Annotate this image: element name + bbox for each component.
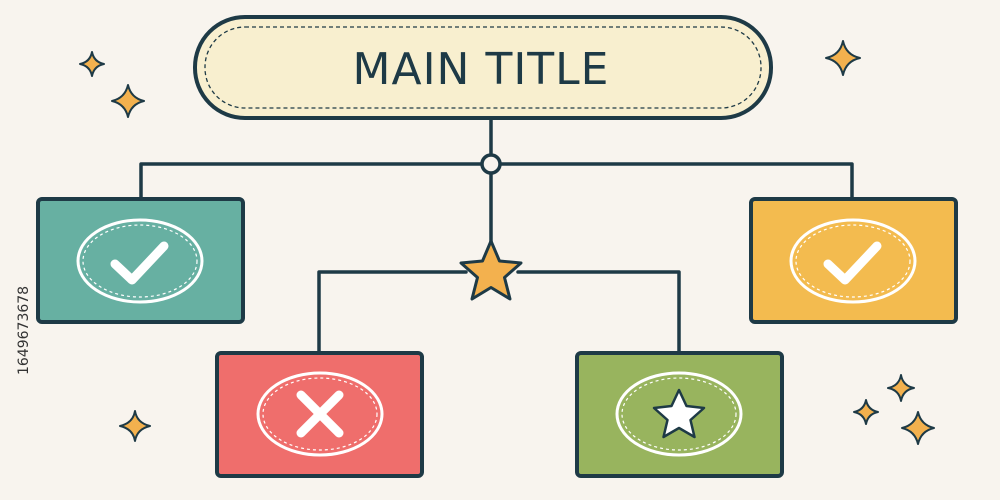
central-star-icon <box>459 239 523 301</box>
cross-badge <box>256 371 384 457</box>
node-box-yellow <box>749 197 958 324</box>
sparkle-icon <box>825 40 861 76</box>
sparkle-icon <box>901 411 935 445</box>
check-badge <box>789 218 917 304</box>
connector-to-green-box <box>516 270 681 355</box>
sparkle-icon <box>119 410 151 442</box>
sparkle-icon <box>79 51 105 77</box>
check-icon <box>110 241 169 285</box>
star-icon <box>652 388 706 439</box>
cross-icon <box>296 390 344 438</box>
sparkle-icon <box>887 374 915 402</box>
title-banner: MAIN TITLE <box>193 15 773 120</box>
node-box-green <box>575 351 784 478</box>
connector-lines <box>139 116 854 355</box>
main-title: MAIN TITLE <box>353 44 610 95</box>
side-stock-id: 1649673678 <box>16 286 32 375</box>
check-icon <box>823 241 882 285</box>
sparkle-icon <box>111 84 145 118</box>
connector-to-red-box <box>317 270 468 355</box>
node-box-red <box>215 351 424 478</box>
node-box-teal <box>36 197 245 324</box>
sparkle-icon <box>853 399 879 425</box>
junction-node-icon <box>480 153 502 175</box>
connector-to-teal-box <box>139 162 484 202</box>
check-badge <box>76 218 204 304</box>
star-badge <box>615 371 743 457</box>
connector-to-yellow-box <box>498 162 854 202</box>
